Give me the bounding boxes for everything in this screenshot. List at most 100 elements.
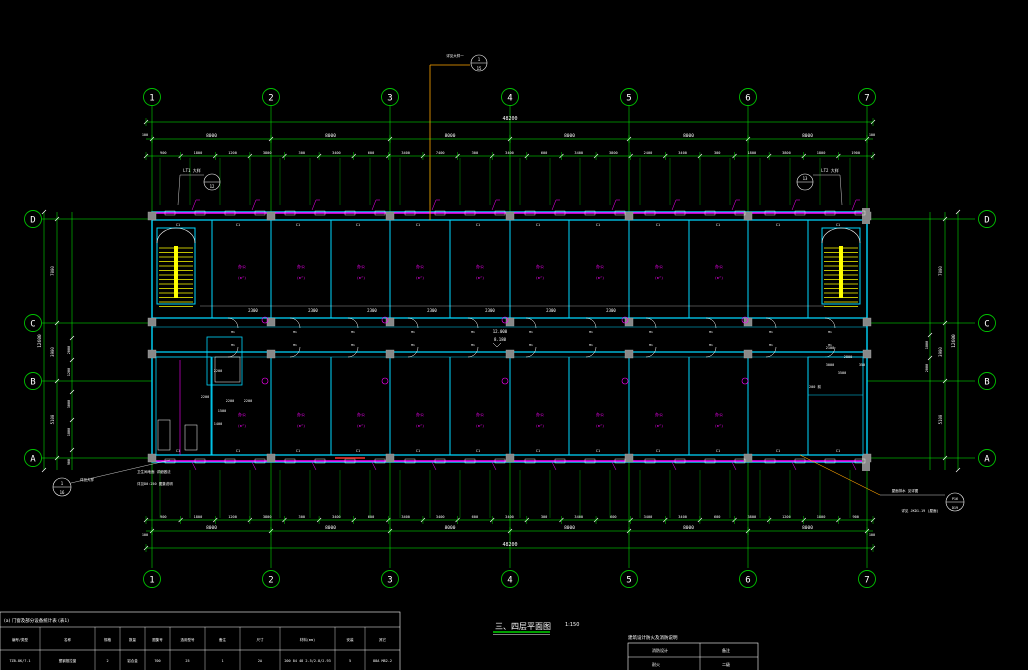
- window-tag: C1: [176, 449, 180, 453]
- detail-dimension: 300: [541, 515, 548, 519]
- window-symbol: [524, 458, 536, 464]
- dimension-tick: [54, 378, 60, 384]
- detail-dimension: 3400: [401, 151, 410, 155]
- door-swing: [347, 317, 359, 329]
- axis-label-y: D: [30, 216, 35, 226]
- dimension-tick: [955, 209, 961, 215]
- elevation-tag: [851, 461, 857, 471]
- fixture-marker: [621, 316, 629, 324]
- door-tag: M1: [231, 330, 235, 334]
- room-area-upper: (m²): [476, 276, 484, 280]
- detail-dimension: 600: [368, 515, 375, 519]
- door-tag: M1: [411, 330, 415, 334]
- elevation-tag: [311, 461, 317, 471]
- axis-label-y: B: [30, 378, 35, 388]
- wc-dimension: 2200: [226, 399, 234, 403]
- left-note: 卫生间地面 详细做法: [137, 469, 171, 474]
- axis-bubble-circle: [381, 570, 399, 588]
- window-symbol: [614, 458, 626, 464]
- table-left-header: 图集号: [152, 637, 163, 642]
- room-area-upper: (m²): [416, 276, 424, 280]
- detail-dimension: 600: [541, 151, 548, 155]
- drawing-scale: 1:150: [565, 622, 579, 628]
- door-tag: M1: [231, 343, 235, 347]
- room-name-upper: 办公: [655, 263, 663, 269]
- axis-bubble-circle: [739, 88, 757, 106]
- axis-label-x: 1: [149, 576, 154, 586]
- drawing-title: 三、四层平面图: [495, 622, 551, 631]
- axis-bubble-circle: [858, 570, 876, 588]
- window-symbol: [824, 210, 836, 216]
- room-area-upper: (m²): [536, 276, 544, 280]
- window-symbol: [854, 210, 866, 216]
- dimension-tick: [54, 455, 60, 461]
- callout-leader: [70, 459, 171, 484]
- room-name-upper: 办公: [715, 263, 723, 269]
- bay-dimension: 8000: [325, 525, 336, 531]
- window-symbol: [194, 210, 206, 216]
- wc-fixture: [184, 424, 198, 451]
- room-name-upper: 办公: [357, 263, 365, 269]
- window-tag: C1: [656, 449, 660, 453]
- table-left-header: 安装: [347, 637, 355, 642]
- callout-leader: [799, 454, 881, 496]
- elevation-tag: [791, 461, 797, 471]
- axis-label-y: A: [984, 455, 990, 465]
- vertical-dimension: 7000: [938, 266, 943, 276]
- bay-dimension: 8000: [445, 525, 456, 531]
- right-note: 详见 JKD1-19 (屋面): [901, 508, 938, 513]
- fixture-marker: [381, 377, 389, 385]
- sub-dimension: 2000: [67, 346, 71, 354]
- axis-bubble-circle: [858, 88, 876, 106]
- door-tag: M1: [351, 330, 355, 334]
- elevation-tag: [551, 461, 557, 471]
- right-callout-number: P16: [952, 497, 958, 501]
- window-tag: C1: [836, 223, 840, 227]
- dimension-tick: [69, 389, 75, 395]
- callout-leader: [177, 174, 181, 206]
- bay-dimension: 8000: [802, 525, 813, 531]
- table-left-header: 尺寸: [257, 637, 265, 642]
- door-swing: [585, 346, 597, 358]
- detail-dimension: 2400: [644, 151, 653, 155]
- window-symbol: [374, 458, 386, 464]
- door-swing: [645, 346, 657, 358]
- structural-column: [385, 211, 395, 221]
- structural-column: [743, 211, 753, 221]
- room-area-upper: (m²): [596, 276, 604, 280]
- vertical-dimension: 7000: [50, 266, 55, 276]
- sub-dimension: 900: [67, 459, 71, 465]
- elevation-tag: [851, 199, 860, 211]
- vertical-total-dimension: 12600: [951, 334, 957, 348]
- door-swing: [525, 317, 537, 329]
- dimension-tick: [69, 335, 75, 341]
- window-symbol: [764, 210, 776, 216]
- window-symbol: [524, 210, 536, 216]
- detail-dimension: 600: [714, 515, 721, 519]
- window-tag: C1: [416, 449, 420, 453]
- door-swing: [585, 317, 597, 329]
- detail-dimension: 3800: [609, 151, 618, 155]
- detail-dimension: 3400: [332, 515, 341, 519]
- room-name-lower: 办公: [476, 411, 484, 417]
- fixture-marker: [261, 316, 269, 324]
- axis-bubble-circle: [381, 88, 399, 106]
- axis-gridlines: [42, 106, 975, 568]
- corridor-dimension: 2300: [248, 308, 258, 313]
- detail-dimension: 3800: [782, 151, 791, 155]
- window-tag: C1: [356, 223, 360, 227]
- window-symbol: [164, 210, 176, 216]
- axis-label-y: B: [984, 378, 989, 388]
- dimension-tick: [942, 455, 948, 461]
- axis-bubble-circle: [739, 570, 757, 588]
- axis-label-x: 5: [626, 576, 631, 586]
- room-name-lower: 办公: [596, 411, 604, 417]
- room-name-upper: 办公: [596, 263, 604, 269]
- door-swing: [645, 317, 657, 329]
- axis-label-y: D: [984, 216, 989, 226]
- door-swing: [705, 317, 717, 329]
- lt2-callout-number: 13: [803, 176, 808, 181]
- detail-dimension: 600: [472, 515, 479, 519]
- axis-bubble-circle: [501, 88, 519, 106]
- detail-dimension: 3800: [748, 515, 757, 519]
